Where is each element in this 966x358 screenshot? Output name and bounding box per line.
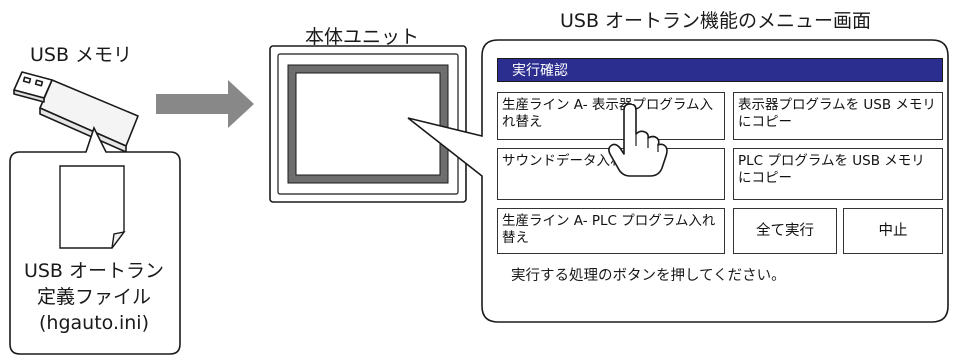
usb-memory-label: USB メモリ [30,44,133,66]
usb-stick-icon [13,71,139,153]
definition-file-label: USB オートラン 定義ファイル (hgauto.ini) [10,258,178,336]
copy-display-program-button[interactable]: 表示器プログラムを USB メモリにコピー [733,92,943,140]
definition-file-line3: (hgauto.ini) [39,312,149,334]
menu-screen-panel: 実行確認 生産ライン A- 表示器プログラム入れ替え 表示器プログラムを USB… [497,58,945,314]
menu-screen-heading: USB オートラン機能のメニュー画面 [560,10,872,32]
pointing-hand-icon [608,104,668,177]
main-unit-label: 本体ユニット [305,26,420,48]
replace-plc-program-button[interactable]: 生産ライン A- PLC プログラム入れ替え [497,208,725,254]
arrow-right-icon [156,80,254,128]
cancel-button[interactable]: 中止 [843,208,943,254]
menu-title-bar: 実行確認 [497,58,943,82]
document-icon [59,165,126,249]
main-unit-device [269,45,467,203]
replace-screen-program-button[interactable]: 生産ライン A- 表示器プログラム入れ替え [497,92,725,140]
definition-file-line2: 定義ファイル [36,286,151,308]
copy-plc-program-button[interactable]: PLC プログラムを USB メモリにコピー [733,148,943,200]
definition-file-line1: USB オートラン [23,260,165,282]
menu-status-text: 実行する処理のボタンを押してください。 [511,268,786,284]
run-all-button[interactable]: 全て実行 [733,208,837,254]
